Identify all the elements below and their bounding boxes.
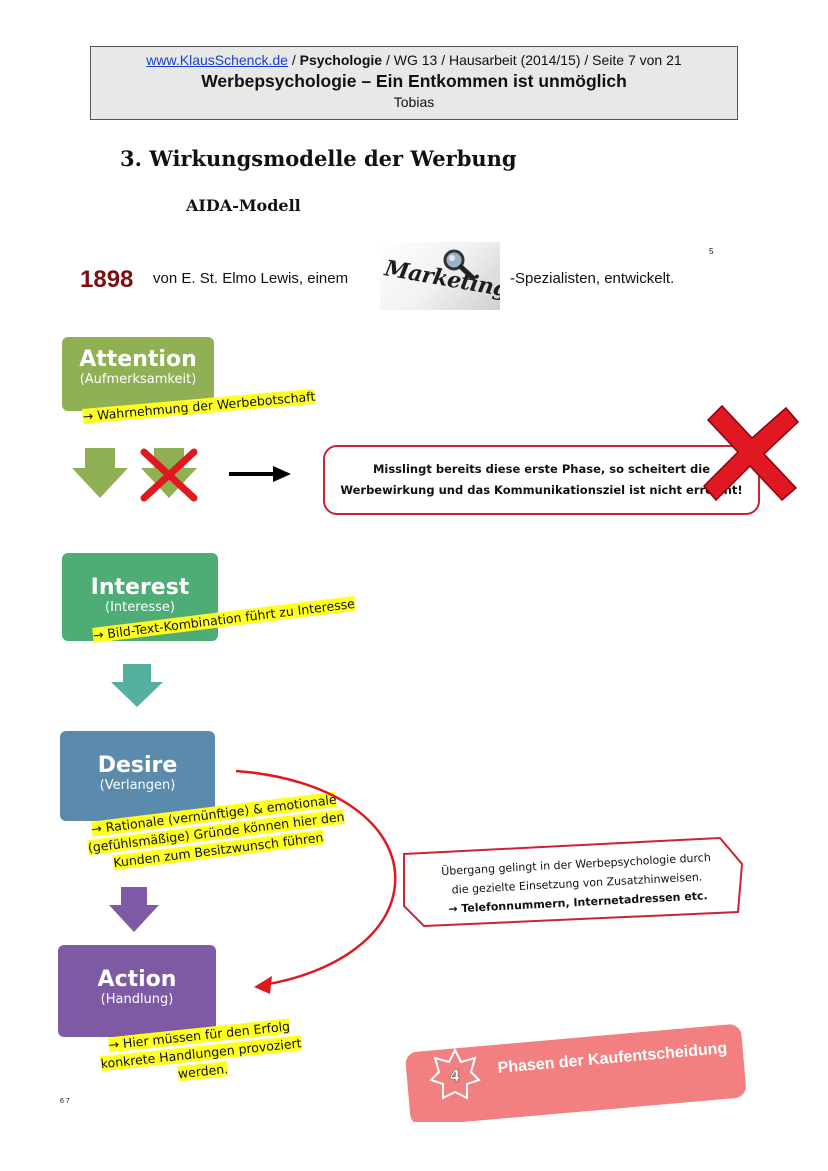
intro-text-after: -Spezialisten, entwickelt. [510, 270, 675, 287]
attention-title: Attention [79, 347, 197, 372]
interest-title: Interest [90, 575, 190, 600]
right-arrow-icon [229, 466, 291, 482]
failure-warning-box: Misslingt bereits diese erste Phase, so … [323, 445, 760, 515]
marketing-logo-image: Marketing [380, 242, 500, 310]
section-title: 3. Wirkungsmodelle der Werbung [120, 146, 517, 171]
intro-text-before: von E. St. Elmo Lewis, einem [153, 270, 349, 287]
desire-title: Desire [97, 753, 178, 778]
phasen-number: 4 [449, 1066, 460, 1085]
red-cross-icon [702, 404, 800, 502]
desire-box: Desire (Verlangen) [60, 731, 215, 821]
header-subject: Psychologie [299, 52, 383, 68]
warning-line-1: Misslingt bereits diese erste Phase, so … [372, 462, 711, 476]
header-meta: www.KlausSchenck.de / Psychologie / WG 1… [91, 52, 737, 68]
attention-subtitle: (Aufmerksamkeit) [79, 372, 197, 387]
model-title: AIDA-Modell [186, 196, 301, 215]
phasen-badge: 4 Phasen der Kaufentscheidung [403, 1020, 748, 1122]
footnote-marker: 5 [709, 247, 714, 256]
attention-box: Attention (Aufmerksamkeit) [62, 337, 214, 411]
warning-line-2: Werbewirkung und das Kommunikationsziel … [340, 483, 743, 497]
down-arrow-interest-icon [111, 664, 163, 707]
header-title: Werbepsychologie – Ein Entkommen ist unm… [201, 71, 627, 91]
action-box: Action (Handlung) [58, 945, 216, 1037]
header-details: / WG 13 / Hausarbeit (2014/15) / Seite 7… [382, 52, 682, 68]
interest-subtitle: (Interesse) [105, 600, 175, 615]
site-link[interactable]: www.KlausSchenck.de [146, 52, 288, 68]
transition-box [403, 836, 744, 928]
desire-subtitle: (Verlangen) [99, 778, 176, 793]
down-arrow-attention-icon [72, 448, 128, 498]
magnifier-icon [443, 249, 476, 281]
crossed-arrow-icon [140, 448, 198, 502]
action-subtitle: (Handlung) [100, 992, 174, 1007]
phasen-badge-background [405, 1024, 746, 1122]
year-label: 1898 [80, 266, 134, 293]
page-numbers: 6 7 [60, 1098, 70, 1105]
down-arrow-desire-icon [109, 887, 159, 932]
header-separator: / [287, 52, 300, 68]
action-title: Action [97, 967, 177, 992]
document-header: www.KlausSchenck.de / Psychologie / WG 1… [90, 46, 738, 120]
header-author: Tobias [393, 94, 435, 110]
star-badge-icon: 4 [429, 1048, 481, 1100]
